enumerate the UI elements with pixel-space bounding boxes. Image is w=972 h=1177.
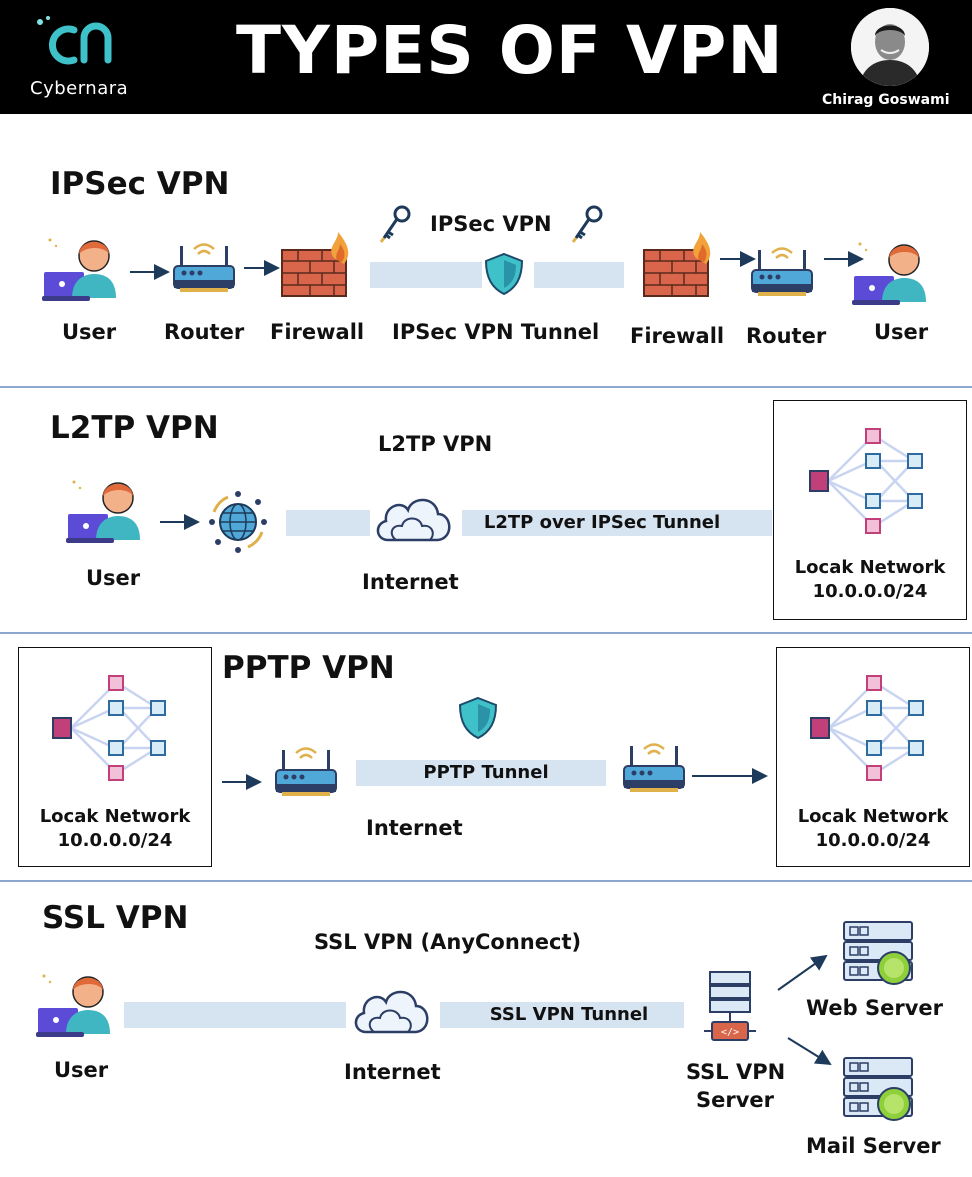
web-server-icon — [843, 921, 913, 985]
pptp-tunnel-label: PPTP Tunnel — [423, 762, 549, 783]
network-icon — [51, 674, 167, 782]
arrow-icon — [130, 264, 170, 280]
l2tp-tunnel-label: L2TP over IPSec Tunnel — [483, 512, 721, 533]
user-icon — [35, 973, 111, 1038]
pptp-label-internet: Internet — [366, 816, 463, 840]
pptp-left-local-network-box: Locak Network 10.0.0.0/24 — [18, 647, 212, 867]
ssl-vpn-server-label-line1: SSL VPN — [686, 1060, 786, 1084]
arrow-icon — [720, 251, 756, 267]
arrow-icon — [787, 1037, 832, 1066]
l2tp-label-user: User — [86, 566, 141, 590]
ipsec-label-user: User — [874, 320, 929, 344]
web-server-label: Web Server — [806, 996, 944, 1020]
shield-icon — [459, 697, 497, 739]
user-icon — [65, 479, 141, 544]
person-photo-icon — [851, 8, 929, 86]
header-banner: Cybernara TYPES OF VPN Chirag Goswami — [0, 0, 972, 114]
ipsec-label-tunnel: IPSec VPN Tunnel — [392, 320, 600, 344]
section-divider — [0, 386, 972, 388]
ssl-label-user: User — [54, 1058, 109, 1082]
section-divider — [0, 632, 972, 634]
ipsec-label-firewall: Firewall — [630, 324, 725, 348]
cybernara-logo-icon — [37, 16, 112, 65]
network-address: 10.0.0.0/24 — [815, 830, 931, 851]
user-icon — [41, 237, 117, 302]
mail-server-label: Mail Server — [806, 1134, 941, 1158]
firewall-icon — [643, 231, 712, 297]
cloud-icon — [354, 990, 429, 1034]
cloud-icon — [376, 498, 451, 542]
network-address: 10.0.0.0/24 — [57, 830, 173, 851]
arrow-icon — [222, 774, 262, 790]
arrow-icon — [244, 260, 280, 276]
l2tp-local-network-box: Locak Network 10.0.0.0/24 — [773, 400, 967, 620]
ipsec-tunnel-bar — [534, 262, 624, 288]
network-icon — [809, 674, 925, 782]
router-icon — [172, 243, 236, 294]
network-icon — [808, 427, 924, 535]
ipsec-label-firewall: Firewall — [270, 320, 365, 344]
ssl-tunnel-bar — [124, 1002, 346, 1028]
pptp-right-local-network-box: Locak Network 10.0.0.0/24 — [776, 647, 970, 867]
l2tp-tunnel-title: L2TP VPN — [378, 432, 493, 456]
ipsec-tunnel-title: IPSec VPN — [430, 212, 552, 236]
shield-icon — [485, 253, 523, 295]
l2tp-label-internet: Internet — [362, 570, 459, 594]
vpn-server-icon — [703, 971, 757, 1041]
globe-icon — [207, 489, 269, 555]
arrow-icon — [777, 954, 828, 991]
arrow-icon — [824, 251, 864, 267]
router-icon — [750, 247, 814, 298]
author-name: Chirag Goswami — [822, 92, 950, 108]
ssl-tunnel-bar — [440, 1002, 684, 1028]
ipsec-label-user: User — [62, 320, 117, 344]
router-icon — [622, 743, 686, 794]
arrow-icon — [160, 514, 200, 530]
ssl-tunnel-title: SSL VPN (AnyConnect) — [314, 930, 582, 954]
key-icon — [571, 205, 603, 244]
section-divider — [0, 880, 972, 882]
router-icon — [274, 747, 338, 798]
pptp-tunnel-bar — [356, 760, 606, 786]
ssl-vpn-server-label-line2: Server — [696, 1088, 775, 1112]
ssl-tunnel-label: SSL VPN Tunnel — [489, 1004, 649, 1025]
logo-text: Cybernara — [30, 78, 129, 99]
l2tp-tunnel-bar — [462, 510, 772, 536]
network-name: Locak Network — [797, 806, 949, 827]
l2tp-section-title: L2TP VPN — [50, 410, 219, 446]
key-icon — [379, 205, 411, 244]
network-name: Locak Network — [39, 806, 191, 827]
firewall-icon — [281, 231, 350, 297]
ssl-label-internet: Internet — [344, 1060, 441, 1084]
l2tp-tunnel-bar — [286, 510, 370, 536]
avatar — [851, 8, 929, 86]
ipsec-tunnel-bar — [370, 262, 482, 288]
ipsec-section-title: IPSec VPN — [50, 166, 230, 202]
page-title: TYPES OF VPN — [236, 12, 784, 89]
network-name: Locak Network — [794, 557, 946, 578]
ipsec-label-router: Router — [164, 320, 245, 344]
mail-server-icon — [843, 1057, 913, 1121]
user-icon — [851, 241, 927, 306]
ssl-section-title: SSL VPN — [42, 900, 189, 936]
arrow-icon — [692, 768, 768, 784]
ipsec-label-router: Router — [746, 324, 827, 348]
network-address: 10.0.0.0/24 — [812, 581, 928, 602]
pptp-section-title: PPTP VPN — [222, 650, 395, 686]
